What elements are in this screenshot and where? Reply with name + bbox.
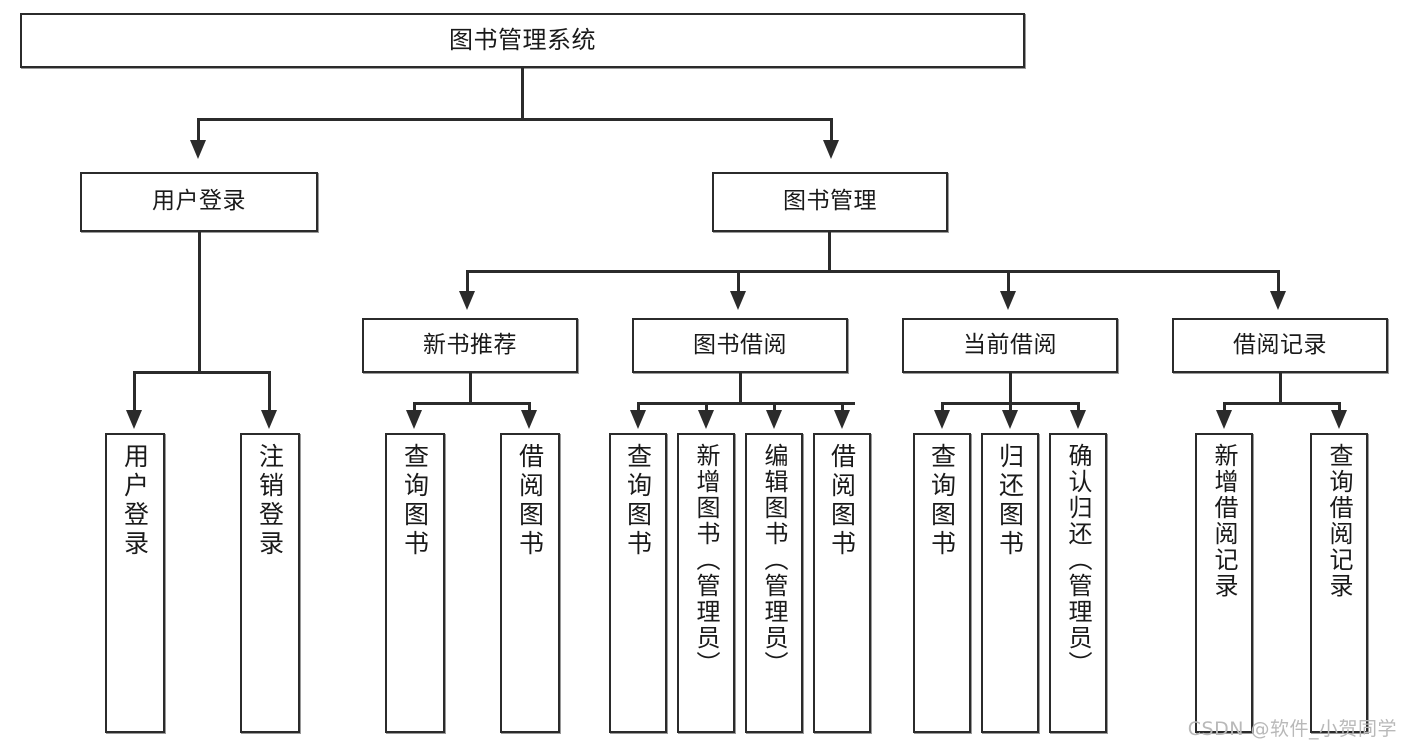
- leaf-bb-borrow-book[interactable]: 借阅图书: [813, 433, 871, 733]
- arrow-leaf-cb-3: [1070, 410, 1086, 429]
- connector-user-login-stem: [198, 232, 201, 373]
- arrow-to-new-book-recommend: [459, 291, 475, 310]
- connector-root-stem: [521, 68, 524, 118]
- connector-nbr-stem: [469, 373, 472, 404]
- node-label: 查询图书: [400, 443, 430, 559]
- node-label: 查询借阅记录: [1325, 443, 1353, 599]
- connector-bb-drop-4: [841, 402, 844, 415]
- node-label: 注销登录: [255, 443, 285, 559]
- connector-bm-drop-2: [737, 270, 740, 294]
- arrow-to-borrow-record: [1270, 291, 1286, 310]
- node-label: 借阅记录: [1233, 331, 1327, 358]
- connector-bb-drop-1: [637, 402, 640, 415]
- connector-user-login-drop-1: [133, 371, 136, 413]
- node-borrow-record[interactable]: 借阅记录: [1172, 318, 1388, 373]
- node-label: 编辑图书（管理员）: [760, 443, 788, 677]
- leaf-br-query-record[interactable]: 查询借阅记录: [1310, 433, 1368, 733]
- node-label: 查询图书: [927, 443, 957, 559]
- arrow-to-book-management: [823, 140, 839, 159]
- arrow-leaf-nbr-2: [521, 410, 537, 429]
- connector-user-login-bus: [133, 371, 270, 374]
- leaf-bb-query-book[interactable]: 查询图书: [609, 433, 667, 733]
- arrow-to-book-borrow: [730, 291, 746, 310]
- node-label: 用户登录: [120, 443, 150, 559]
- arrow-leaf-nbr-1: [406, 410, 422, 429]
- arrow-leaf-user-login-2: [261, 410, 277, 429]
- connector-cb-drop-1: [941, 402, 944, 415]
- node-label: 图书管理: [783, 188, 877, 215]
- connector-bb-drop-3: [773, 402, 776, 415]
- node-label: 新书推荐: [423, 331, 517, 358]
- connector-bb-stem: [739, 373, 742, 404]
- connector-bm-drop-4: [1277, 270, 1280, 294]
- connector-user-login-drop-2: [268, 371, 271, 413]
- node-label: 归还图书: [995, 443, 1025, 559]
- node-label: 借阅图书: [515, 443, 545, 559]
- connector-br-drop-2: [1338, 402, 1341, 415]
- node-user-login[interactable]: 用户登录: [80, 172, 318, 232]
- node-label: 借阅图书: [827, 443, 857, 559]
- arrow-leaf-br-2: [1331, 410, 1347, 429]
- leaf-cb-confirm-return-admin[interactable]: 确认归还（管理员）: [1049, 433, 1107, 733]
- node-new-book-recommend[interactable]: 新书推荐: [362, 318, 578, 373]
- node-label: 新增图书（管理员）: [692, 443, 720, 677]
- connector-nbr-drop-1: [413, 402, 416, 415]
- connector-cb-drop-3: [1077, 402, 1080, 415]
- arrow-leaf-br-1: [1216, 410, 1232, 429]
- arrow-leaf-bb-2: [698, 410, 714, 429]
- leaf-bb-edit-book-admin[interactable]: 编辑图书（管理员）: [745, 433, 803, 733]
- arrow-leaf-cb-2: [1002, 410, 1018, 429]
- connector-bm-drop-1: [466, 270, 469, 294]
- connector-root-to-user-login: [197, 118, 200, 143]
- leaf-nbr-query-book[interactable]: 查询图书: [385, 433, 445, 733]
- connector-book-management-bus: [466, 270, 1279, 273]
- leaf-cb-query-book[interactable]: 查询图书: [913, 433, 971, 733]
- arrow-leaf-cb-1: [934, 410, 950, 429]
- leaf-bb-add-book-admin[interactable]: 新增图书（管理员）: [677, 433, 735, 733]
- connector-bb-drop-2: [705, 402, 708, 415]
- node-book-borrow[interactable]: 图书借阅: [632, 318, 848, 373]
- node-label: 用户登录: [152, 188, 246, 215]
- leaf-br-add-record[interactable]: 新增借阅记录: [1195, 433, 1253, 733]
- node-label: 查询图书: [623, 443, 653, 559]
- node-label: 图书管理系统: [449, 26, 596, 55]
- node-label: 图书借阅: [693, 331, 787, 358]
- leaf-user-login[interactable]: 用户登录: [105, 433, 165, 733]
- arrow-leaf-user-login-1: [126, 410, 142, 429]
- connector-bb-bus: [637, 402, 855, 405]
- connector-book-management-stem: [828, 232, 831, 272]
- connector-nbr-bus: [413, 402, 531, 405]
- arrow-leaf-bb-1: [630, 410, 646, 429]
- arrow-to-user-login: [190, 140, 206, 159]
- arrow-leaf-bb-4: [834, 410, 850, 429]
- leaf-cb-return-book[interactable]: 归还图书: [981, 433, 1039, 733]
- connector-bm-drop-3: [1007, 270, 1010, 294]
- node-book-management[interactable]: 图书管理: [712, 172, 948, 232]
- node-label: 当前借阅: [963, 331, 1057, 358]
- connector-br-stem: [1279, 373, 1282, 404]
- node-current-borrow[interactable]: 当前借阅: [902, 318, 1118, 373]
- node-label: 新增借阅记录: [1210, 443, 1238, 599]
- connector-nbr-drop-2: [528, 402, 531, 415]
- node-label: 确认归还（管理员）: [1064, 443, 1092, 677]
- leaf-logout[interactable]: 注销登录: [240, 433, 300, 733]
- node-root-book-management-system[interactable]: 图书管理系统: [20, 13, 1025, 68]
- connector-root-bus: [197, 118, 833, 121]
- connector-br-drop-1: [1223, 402, 1226, 415]
- arrow-leaf-bb-3: [766, 410, 782, 429]
- connector-cb-stem: [1009, 373, 1012, 404]
- arrow-to-current-borrow: [1000, 291, 1016, 310]
- connector-br-bus: [1223, 402, 1341, 405]
- connector-root-to-book-management: [830, 118, 833, 143]
- leaf-nbr-borrow-book[interactable]: 借阅图书: [500, 433, 560, 733]
- connector-cb-drop-2: [1009, 402, 1012, 415]
